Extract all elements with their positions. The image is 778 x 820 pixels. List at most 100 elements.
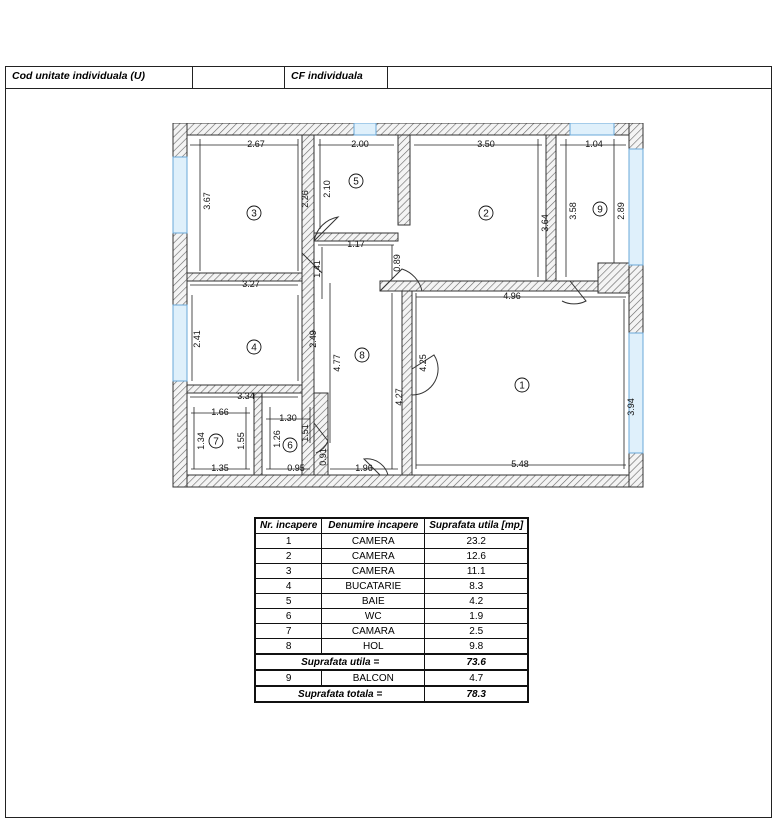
svg-text:7: 7 (213, 437, 219, 448)
cell-area: 12.6 (424, 548, 529, 564)
unit-code-label: Cod unitate individuala (U) (6, 67, 193, 88)
room-marker-2: 2 (478, 205, 494, 221)
dim-label: 1.55 (236, 432, 246, 450)
svg-text:5: 5 (353, 177, 359, 188)
dim-label: 3.67 (202, 192, 212, 210)
svg-text:3: 3 (251, 209, 257, 220)
total-area-value: 78.3 (424, 685, 529, 703)
cell-nr: 2 (254, 548, 323, 564)
cell-area: 1.9 (424, 608, 529, 624)
floor-plan: 2.67 3.67 2.26 3.27 2.00 2.10 3.50 3.64 … (172, 123, 644, 488)
dim-label: 3.64 (540, 214, 550, 232)
dim-label: 1.96 (355, 463, 373, 473)
dim-label: 1.41 (312, 260, 322, 278)
room-marker-8: 8 (354, 347, 370, 363)
cell-nr: 9 (254, 669, 323, 687)
windows (172, 123, 644, 454)
svg-text:6: 6 (287, 441, 293, 452)
cell-name: CAMERA (321, 548, 426, 564)
cell-nr: 4 (254, 578, 323, 594)
dim-label: 4.25 (418, 354, 428, 372)
room-marker-6: 6 (282, 437, 298, 453)
cell-nr: 3 (254, 563, 323, 579)
cell-name: BALCON (321, 669, 426, 687)
dim-label: 1.35 (211, 463, 229, 473)
dim-label: 3.58 (568, 202, 578, 220)
useful-area-row: Suprafata utila = 73.6 (254, 653, 529, 671)
cell-name: CAMARA (321, 623, 426, 639)
room-numbers: 1 2 3 4 5 6 7 8 9 (208, 173, 608, 453)
cf-label: CF individuala (285, 67, 388, 88)
cf-value (388, 67, 771, 88)
dim-label: 2.67 (247, 139, 265, 149)
dim-label: 3.34 (237, 391, 255, 401)
dim-label: 0.89 (392, 254, 402, 272)
svg-text:2: 2 (483, 209, 489, 220)
dim-label: 3.94 (626, 398, 636, 416)
dim-label: 0.91 (318, 448, 328, 466)
cell-area: 4.2 (424, 593, 529, 609)
cell-name: WC (321, 608, 426, 624)
room-marker-1: 1 (514, 377, 530, 393)
dim-label: 1.51 (300, 424, 310, 442)
total-area-label: Suprafata totala = (254, 685, 426, 703)
useful-area-label: Suprafata utila = (254, 653, 426, 671)
cell-name: BAIE (321, 593, 426, 609)
dim-label: 1.30 (279, 413, 297, 423)
cell-nr: 7 (254, 623, 323, 639)
dim-label: 4.27 (394, 388, 404, 406)
svg-text:9: 9 (597, 205, 603, 216)
dim-label: 0.95 (287, 463, 305, 473)
svg-text:4: 4 (251, 343, 257, 354)
cell-area: 23.2 (424, 533, 529, 549)
dim-label: 2.10 (322, 180, 332, 198)
dim-label: 2.26 (300, 190, 310, 208)
col-nr-header: Nr. incapere (254, 517, 323, 534)
dim-label: 5.48 (511, 459, 529, 469)
dimension-labels: 2.67 3.67 2.26 3.27 2.00 2.10 3.50 3.64 … (192, 139, 636, 473)
doors (301, 216, 587, 476)
table-header-row: Nr. incapere Denumire incapere Suprafata… (254, 517, 529, 534)
dim-label: 2.49 (308, 330, 318, 348)
room-marker-5: 5 (348, 173, 364, 189)
cell-area: 9.8 (424, 638, 529, 655)
col-area-header: Suprafata utila [mp] (424, 517, 529, 534)
dim-label: 3.27 (242, 279, 260, 289)
cell-nr: 5 (254, 593, 323, 609)
cell-nr: 8 (254, 638, 323, 655)
dim-label: 1.17 (347, 239, 365, 249)
cell-name: HOL (321, 638, 426, 655)
svg-text:8: 8 (359, 351, 365, 362)
svg-text:1: 1 (519, 381, 525, 392)
dim-label: 2.41 (192, 330, 202, 348)
dim-label: 1.26 (272, 430, 282, 448)
dim-label: 1.34 (196, 432, 206, 450)
room-area-table: Nr. incapere Denumire incapere Suprafata… (254, 517, 530, 703)
dimension-lines (190, 139, 626, 470)
header-row: Cod unitate individuala (U) CF individua… (6, 67, 771, 89)
dim-label: 1.66 (211, 407, 229, 417)
cell-nr: 1 (254, 533, 323, 549)
cell-name: BUCATARIE (321, 578, 426, 594)
unit-code-value (193, 67, 285, 88)
plan-sheet: Cod unitate individuala (U) CF individua… (5, 66, 772, 818)
total-area-row: Suprafata totala = 78.3 (254, 685, 529, 703)
col-name-header: Denumire incapere (321, 517, 426, 534)
useful-area-value: 73.6 (424, 653, 529, 671)
dim-label: 2.89 (616, 202, 626, 220)
cell-area: 4.7 (424, 669, 529, 687)
dim-label: 2.00 (351, 139, 369, 149)
dim-label: 4.77 (332, 354, 342, 372)
cell-area: 2.5 (424, 623, 529, 639)
dim-label: 4.96 (503, 291, 521, 301)
dim-label: 1.04 (585, 139, 603, 149)
cell-area: 8.3 (424, 578, 529, 594)
cell-area: 11.1 (424, 563, 529, 579)
cell-nr: 6 (254, 608, 323, 624)
